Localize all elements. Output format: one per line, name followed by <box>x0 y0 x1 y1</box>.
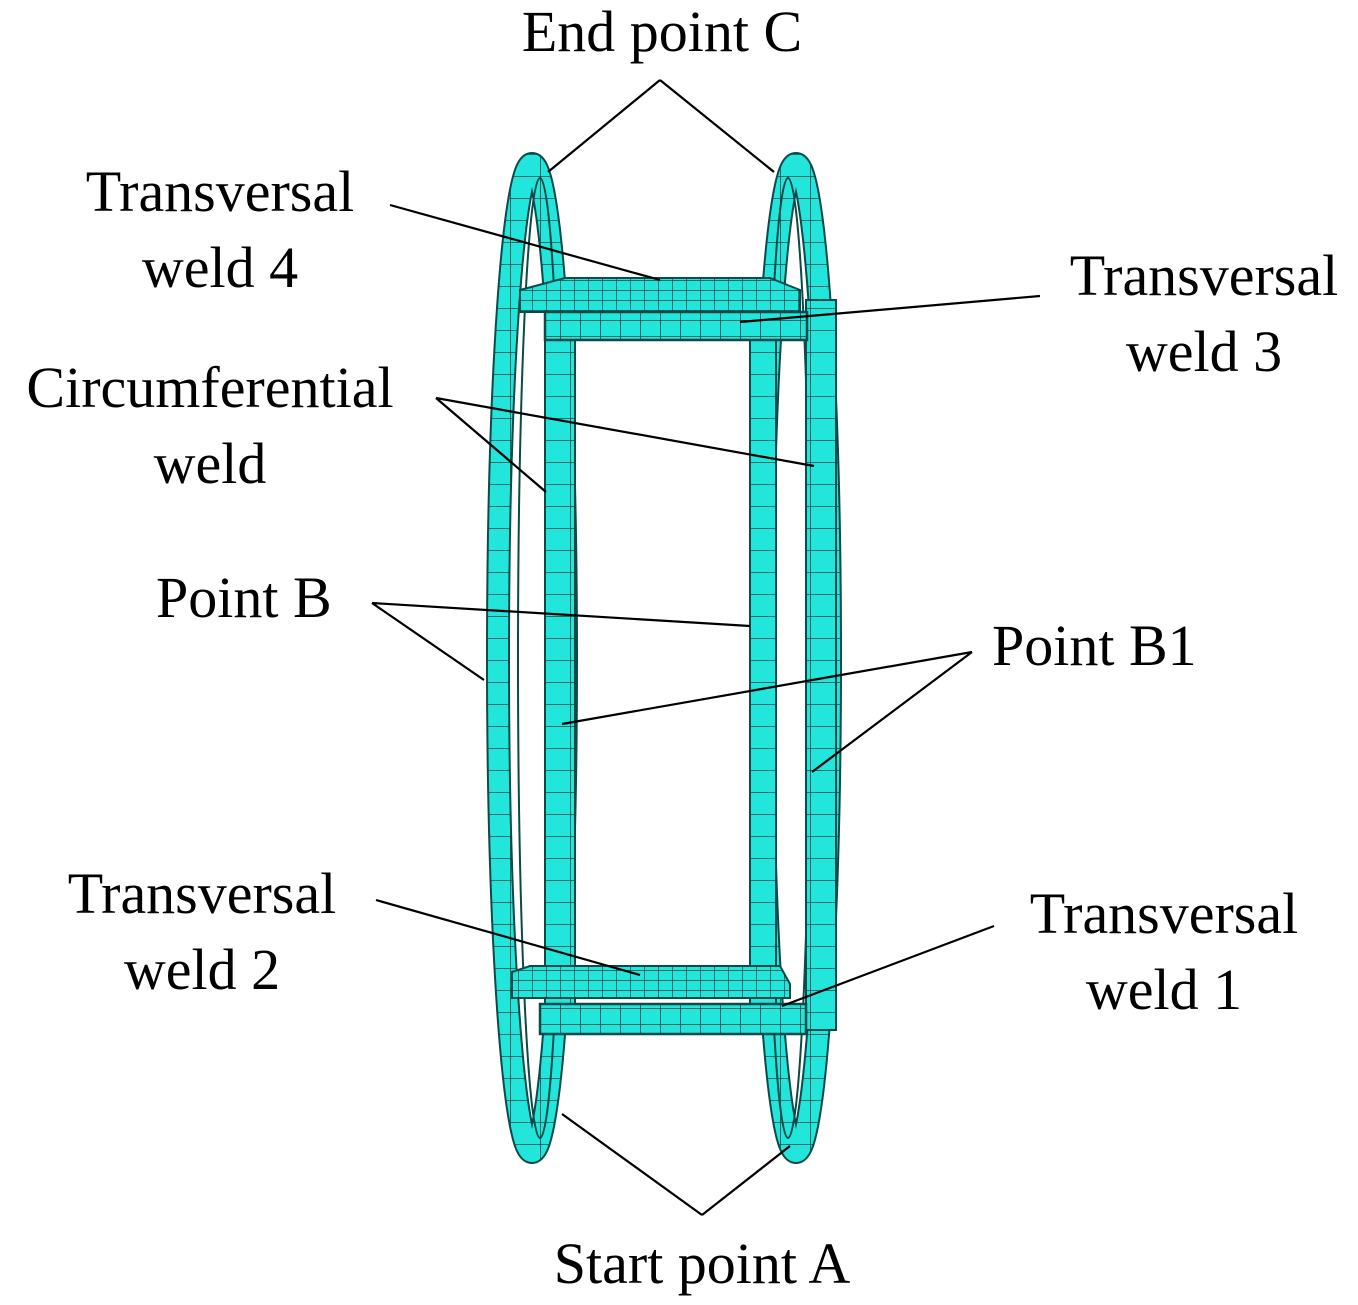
label-start-point-a: Start point A <box>553 1231 851 1296</box>
label-transversal-weld-2: Transversal weld 2 <box>67 861 337 1002</box>
left-vertical-strip <box>544 319 576 1021</box>
bottom-transversal-welds <box>511 965 808 1036</box>
label-circumferential-weld: Circumferential weld <box>26 355 394 496</box>
right-vertical-strip <box>749 299 837 1031</box>
label-transversal-weld-3: Transversal weld 3 <box>1069 243 1339 384</box>
top-transversal-welds <box>519 277 809 342</box>
leader-lines <box>371 79 1041 1216</box>
label-point-b: Point B <box>156 565 332 630</box>
label-transversal-weld-1: Transversal weld 1 <box>1029 881 1299 1022</box>
label-end-point-c: End point C <box>521 0 803 64</box>
label-transversal-weld-4: Transversal weld 4 <box>85 159 355 300</box>
label-point-b1: Point B1 <box>992 613 1197 678</box>
